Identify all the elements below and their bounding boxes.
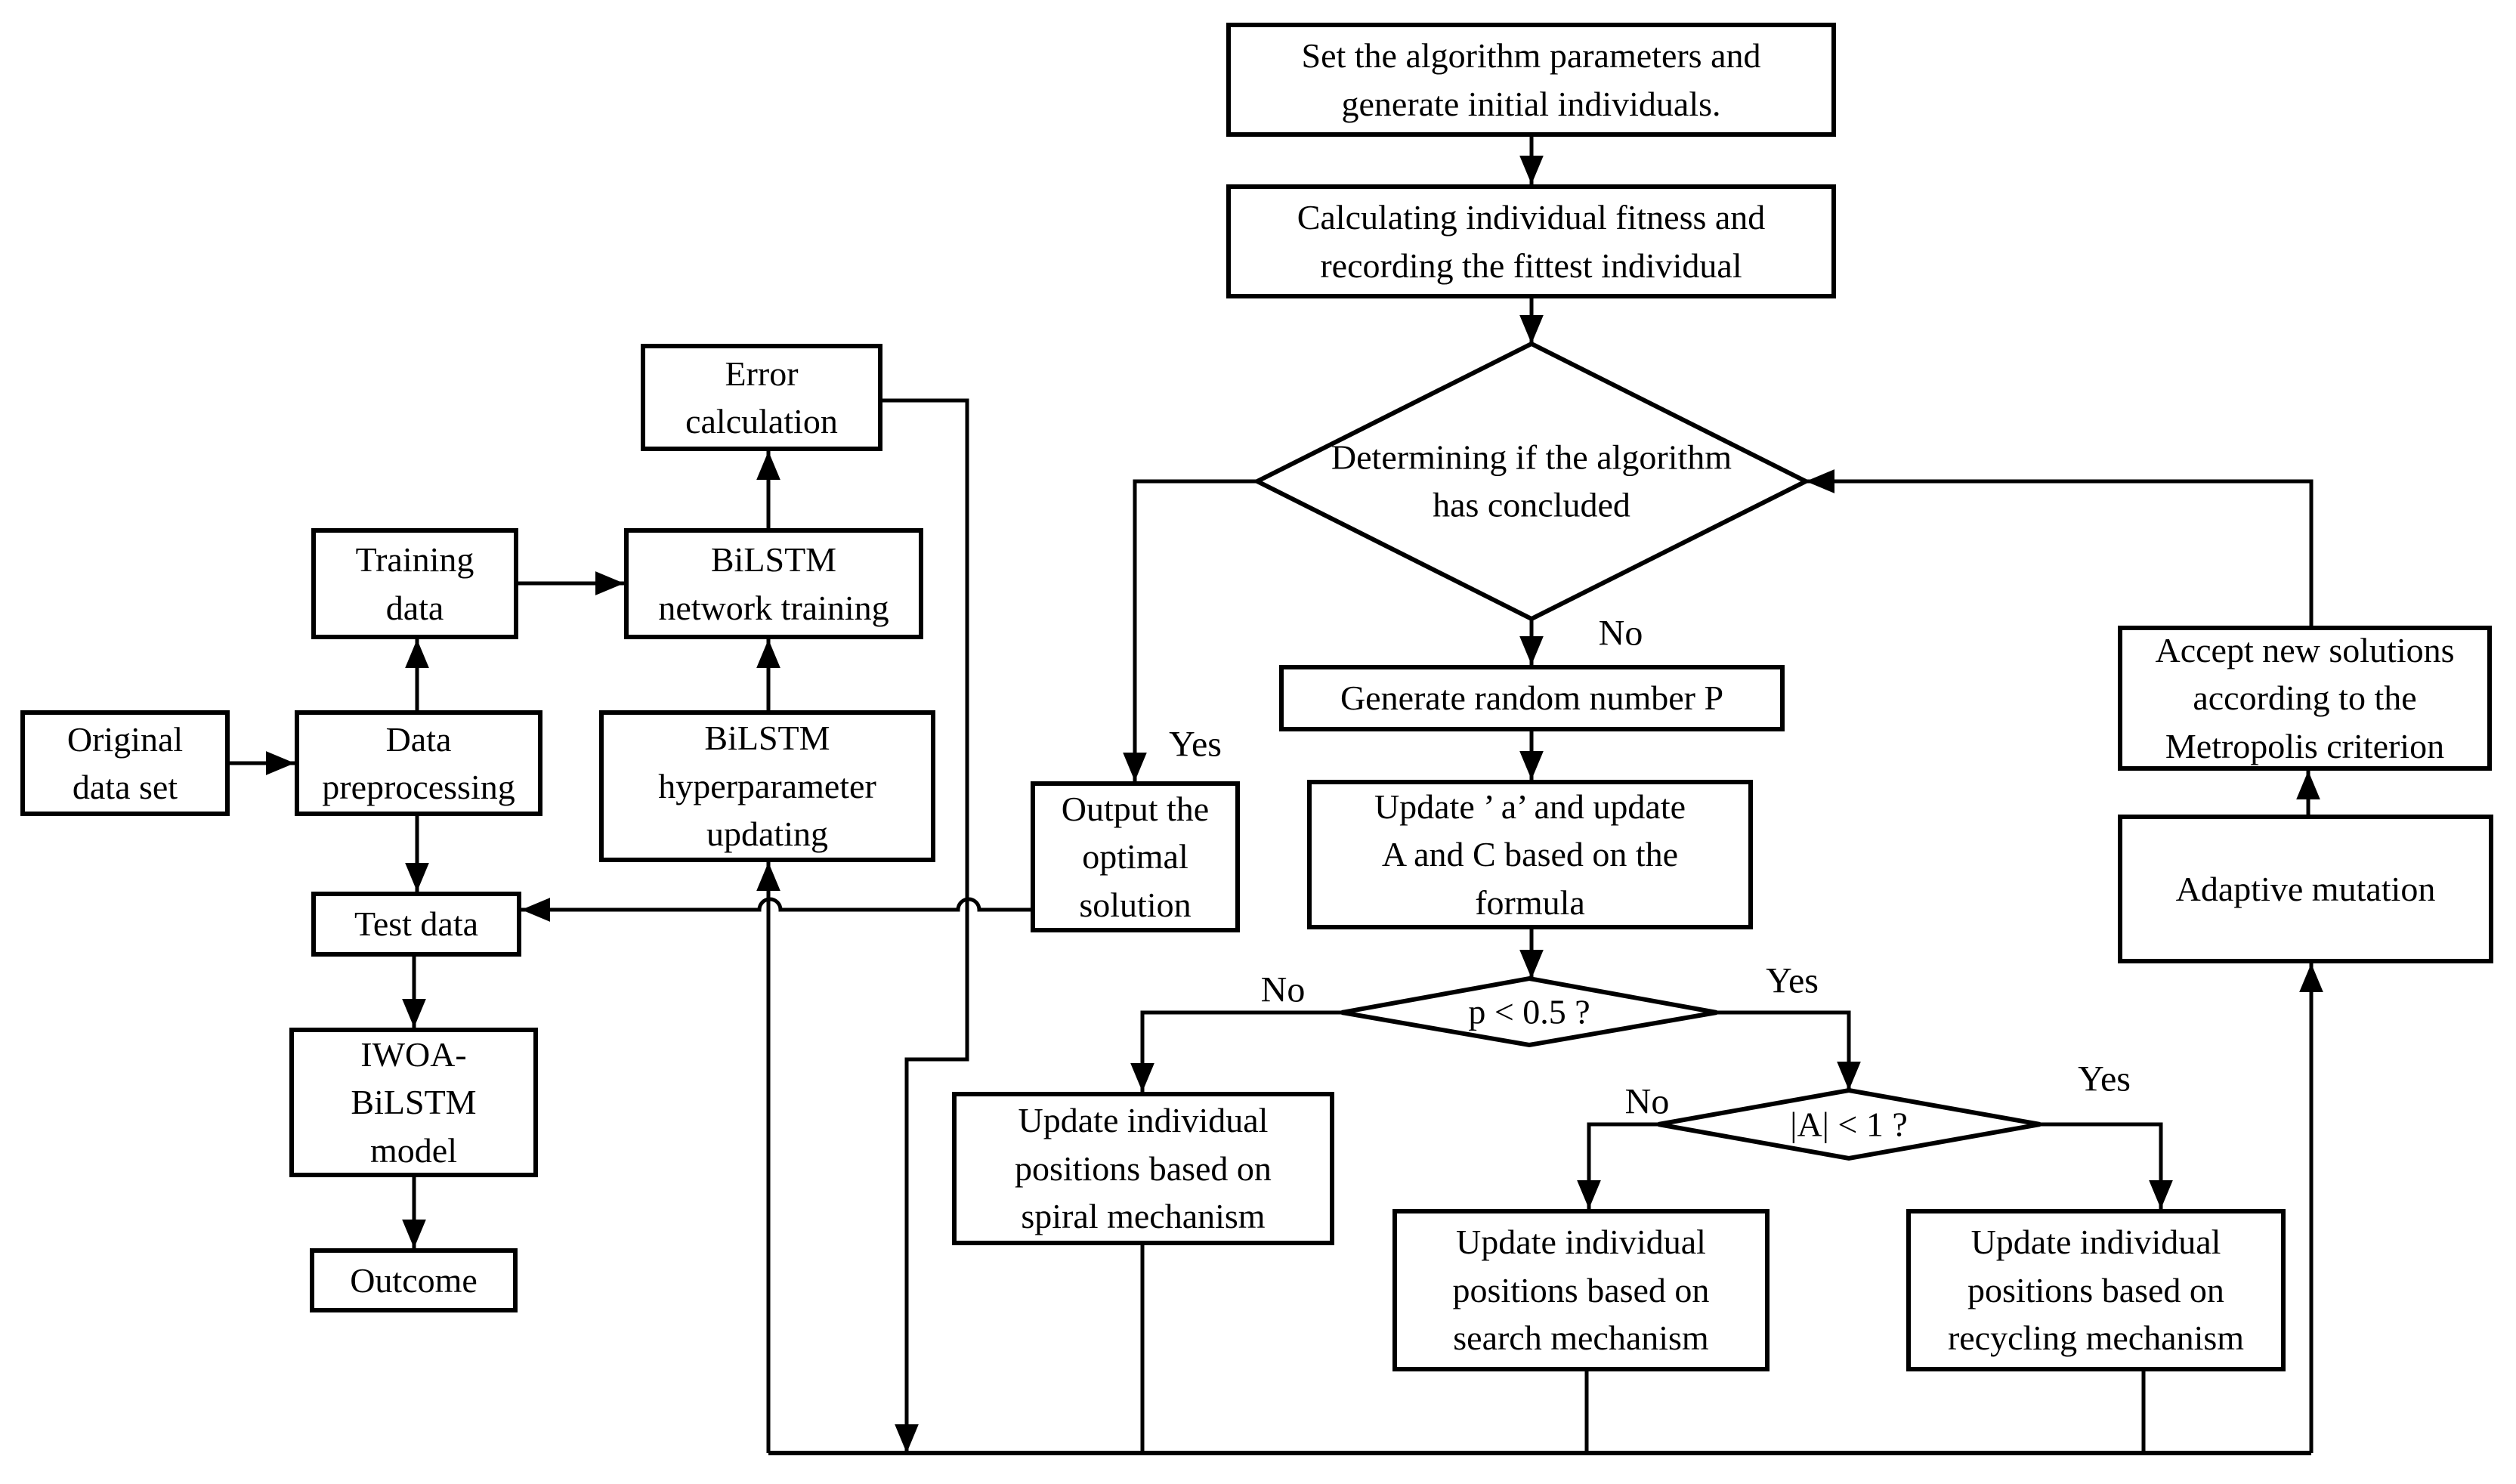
node-spiral-update: Update individual positions based on spi… [952,1092,1334,1245]
diamond-text-algorithm-concluded: Determining if the algorithm has conclud… [1331,437,1732,524]
diamond-p-decision [1341,975,1717,1048]
edge-a-yes-to-recycling [2040,1122,2173,1209]
label-yes-p: Yes [1766,960,1819,1001]
node-accept-metropolis: Accept new solutions according to the Me… [2118,626,2492,771]
node-generate-random-p: Generate random number P [1279,665,1785,731]
edge-output-to-testdata [521,897,1031,922]
label-yes-a: Yes [2078,1059,2131,1099]
diamond-a-decision [1658,1087,2041,1161]
diamond-text-a-decision: |A| < 1 ? [1790,1105,1908,1144]
node-update-a-c: Update ’ a’ and update A and C based on … [1307,780,1753,929]
edge-accept-to-decision [1806,469,2314,626]
node-search-update: Update individual positions based on sea… [1392,1209,1770,1371]
edge-error-to-rail [882,398,969,1453]
edge-a-no-to-search [1577,1122,1658,1209]
edge-decision-yes-to-output [1123,479,1257,781]
label-yes-concluded: Yes [1169,724,1222,765]
label-no-a: No [1624,1081,1670,1122]
node-training-data: Training data [311,528,518,639]
node-iwoa-bilstm-model: IWOA- BiLSTM model [289,1028,538,1177]
node-bilstm-hyperparameter-updating: BiLSTM hyperparameter updating [599,710,935,862]
node-set-parameters: Set the algorithm parameters and generat… [1226,23,1836,137]
node-adaptive-mutation: Adaptive mutation [2118,815,2493,963]
diamond-algorithm-concluded [1252,341,1811,622]
node-test-data: Test data [311,892,521,957]
node-output-optimal-solution: Output the optimal solution [1031,781,1240,932]
node-data-preprocessing: Data preprocessing [295,710,542,816]
node-error-calculation: Error calculation [641,344,882,451]
node-recycling-update: Update individual positions based on rec… [1906,1209,2286,1371]
node-bilstm-network-training: BiLSTM network training [624,528,923,639]
node-calculate-fitness: Calculating individual fitness and recor… [1226,184,1836,298]
edge-p-no-to-spiral [1130,1010,1342,1092]
node-outcome: Outcome [310,1248,518,1312]
edge-p-yes-to-a-decision [1717,1010,1861,1090]
node-original-dataset: Original data set [20,710,230,816]
diamond-text-p-decision: p < 0.5 ? [1468,992,1590,1031]
label-no-concluded: No [1598,613,1643,654]
label-no-p: No [1260,969,1306,1010]
